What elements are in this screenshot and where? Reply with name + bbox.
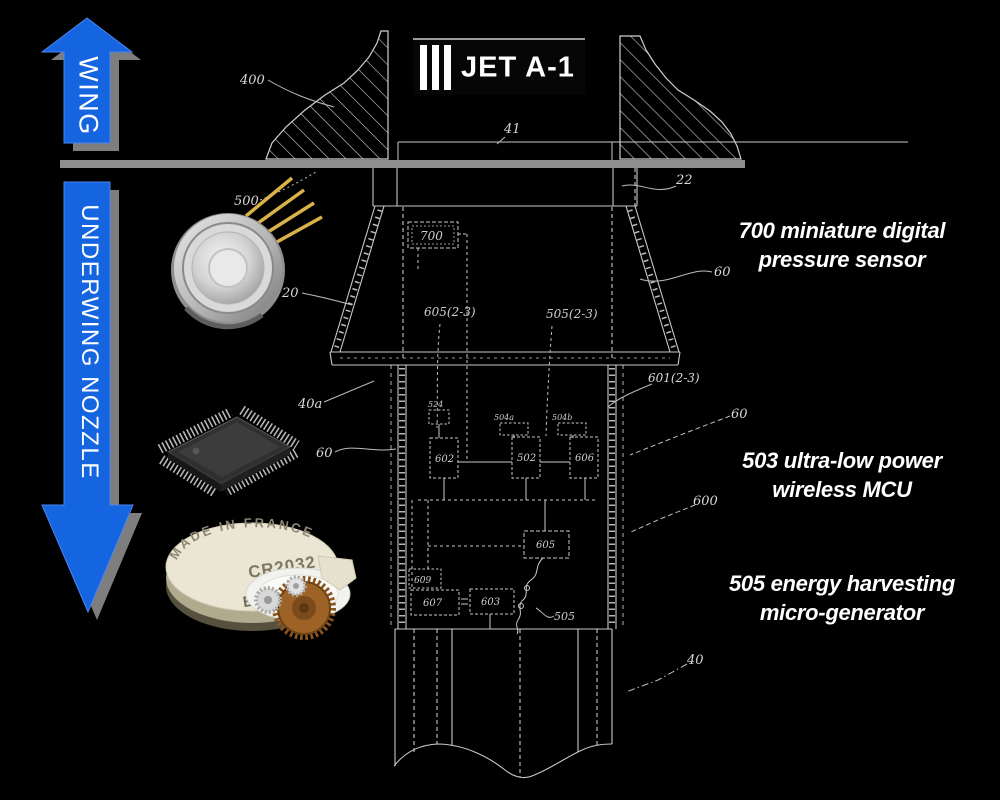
fuel-type-label: JET A-1 <box>461 51 575 83</box>
label-605-2-3: 605(2-3) <box>424 305 476 319</box>
label-606: 606 <box>575 453 595 464</box>
nozzle-cone <box>329 205 681 366</box>
callout-60-cone: 60 <box>714 265 731 280</box>
callout-400: 400 <box>239 73 265 88</box>
annotation-line: 505 energy harvesting <box>728 571 956 596</box>
small-gears <box>254 575 307 614</box>
annotation-pressure-sensor: 700 miniature digital pressure sensor <box>712 216 972 274</box>
label-502: 502 <box>517 453 536 464</box>
antenna-squiggle <box>516 557 544 635</box>
wing-direction-label: WING <box>73 56 104 136</box>
underwing-nozzle-label: UNDERWING NOZZLE <box>76 204 103 480</box>
block-labels: 700 605(2-3) 505(2-3) 524 504a 504b 602 … <box>414 229 598 623</box>
annotation-line: micro-generator <box>759 600 925 625</box>
nozzle-body-walls <box>390 365 624 629</box>
label-504a: 504a <box>494 413 514 422</box>
annotation-line: wireless MCU <box>772 477 912 502</box>
callout-41: 41 <box>503 122 521 137</box>
nozzle-flange <box>372 168 638 207</box>
label-505-2-3: 505(2-3) <box>546 307 598 321</box>
electronics-block-diagram <box>407 221 599 635</box>
callout-601-2-3: 601(2-3) <box>648 371 700 385</box>
break-line <box>393 743 613 779</box>
badge-stripe <box>432 45 439 90</box>
mcu-chip-photo <box>157 405 300 497</box>
label-609: 609 <box>414 576 431 586</box>
nozzle-arrow <box>41 181 134 614</box>
label-504b: 504b <box>552 413 572 422</box>
annotation-micro-generator: 505 energy harvesting micro-generator <box>712 569 972 627</box>
outlet-tube <box>393 628 613 779</box>
label-524: 524 <box>428 400 443 409</box>
badge-stripe <box>444 45 451 90</box>
annotation-line: 503 ultra-low power <box>742 448 942 473</box>
callout-500: 500 <box>234 194 259 209</box>
label-605: 605 <box>536 540 555 551</box>
callout-600: 600 <box>693 494 718 509</box>
label-505-antenna: 505 <box>554 610 575 623</box>
badge-stripe <box>420 45 427 90</box>
jet-a1-fuel-badge: JET A-1 <box>413 38 585 95</box>
callout-leaders <box>259 79 731 693</box>
callout-60-wall: 60 <box>731 407 748 422</box>
label-602: 602 <box>435 454 454 465</box>
annotation-wireless-mcu: 503 ultra-low power wireless MCU <box>712 446 972 504</box>
callout-22: 22 <box>675 173 693 188</box>
wing-structure <box>60 30 908 168</box>
callout-40a: 40a <box>297 397 322 412</box>
wing-arrow <box>40 17 134 144</box>
label-603: 603 <box>481 597 500 608</box>
pressure-sensor-photo <box>171 176 323 330</box>
callout-numbers: 400 500 20 40a 60 41 22 60 601(2-3) 60 6… <box>234 73 748 668</box>
annotation-line: 700 miniature digital <box>738 218 946 243</box>
callout-60-left: 60 <box>316 446 333 461</box>
callout-40-tube: 40 <box>686 653 704 668</box>
annotation-line: pressure sensor <box>758 247 926 272</box>
callout-20: 20 <box>281 286 299 301</box>
wing-skin-bar <box>60 160 745 168</box>
label-700-box: 700 <box>420 229 443 243</box>
direction-arrows <box>40 17 142 620</box>
label-607: 607 <box>423 598 443 609</box>
coin-cell-generator-photo: MADE IN FRANCE CR2032 3 VOLTS EnerBe <box>165 515 357 640</box>
right-wing-hatch <box>619 35 742 160</box>
left-wing-hatch <box>265 30 389 160</box>
